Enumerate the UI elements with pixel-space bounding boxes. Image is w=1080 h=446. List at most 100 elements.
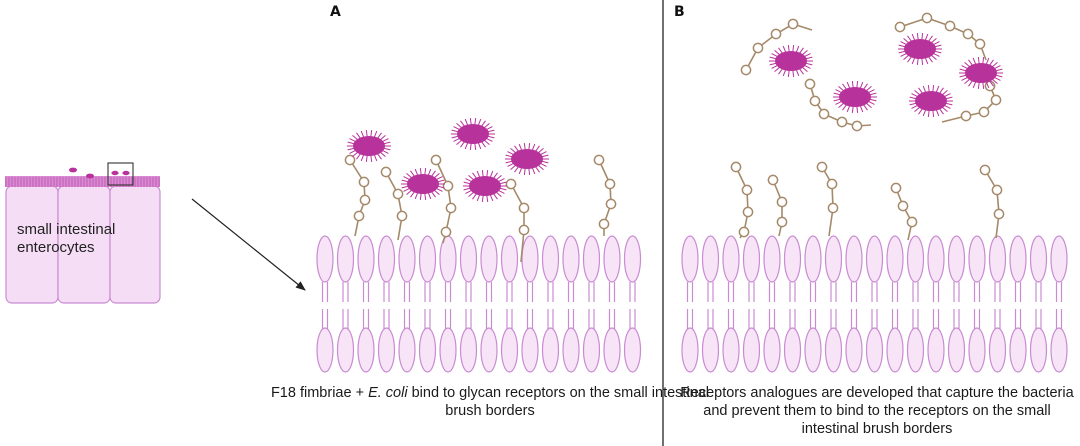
lipid-head (603, 327, 621, 373)
phospholipid-pair (1050, 235, 1068, 373)
lipid-head (845, 235, 863, 283)
fimbria (900, 52, 907, 57)
fimbria (481, 170, 484, 177)
phospholipid-pair (439, 235, 457, 373)
fimbria (382, 138, 389, 143)
sugar-unit (770, 28, 782, 40)
lipid-head (398, 235, 416, 283)
lipid-head (845, 327, 863, 373)
chain-link (895, 187, 913, 241)
receptor-a-1 (344, 154, 371, 237)
phospholipid-pair (824, 235, 843, 373)
fimbria (924, 33, 929, 41)
lipid-head (1029, 235, 1048, 283)
bacterium-body (511, 149, 543, 169)
fimbria (401, 179, 409, 183)
caption-a-text-end: bind to glycan receptors on the small in… (407, 385, 710, 419)
phospholipid-pair (947, 235, 966, 373)
fimbria (507, 151, 514, 156)
fimbria (846, 105, 851, 113)
fimbria (535, 166, 540, 173)
bacterium-b-3 (898, 33, 942, 65)
lipid-head (701, 327, 720, 373)
fimbria (486, 170, 489, 177)
fimbria (465, 189, 472, 194)
fimbria (505, 160, 513, 164)
fimbria (460, 141, 465, 148)
fimbria (909, 102, 917, 106)
fimbria (869, 98, 877, 102)
cells-label-line2: enterocytes (17, 239, 95, 256)
fimbria (453, 126, 460, 131)
phospholipid-pair (316, 235, 334, 373)
sugar-unit (990, 94, 1002, 106)
fimbria (507, 162, 514, 167)
sugar-unit (962, 28, 974, 40)
sugar-unit (359, 194, 371, 206)
fimbria (468, 175, 474, 181)
phospholipid-pair (623, 235, 642, 373)
fimbria (419, 193, 422, 200)
lipid-head (681, 327, 699, 373)
lipid-head (1009, 327, 1027, 373)
fimbria (918, 108, 923, 115)
fimbria (977, 57, 980, 64)
phospholipid-pair (701, 235, 720, 373)
fimbria (939, 87, 944, 94)
lipid-head (988, 327, 1007, 373)
fimbria (437, 185, 445, 189)
fimbria (383, 141, 391, 145)
fimbria (356, 132, 361, 139)
lipid-head (377, 327, 396, 373)
phospholipid-pair (865, 235, 884, 373)
phospholipid-pair (1029, 235, 1048, 373)
fimbria (489, 194, 494, 202)
fimbria (985, 81, 990, 89)
phospholipid-pair (603, 235, 621, 373)
phospholipid-pair (541, 235, 560, 373)
fimbria (856, 106, 859, 113)
fimbria (460, 120, 465, 127)
phospholipid-pair (742, 235, 761, 373)
fimbria (968, 80, 973, 87)
phospholipid-pair (418, 235, 437, 373)
lipid-head (947, 327, 966, 373)
fimbria (528, 143, 531, 150)
fimbria (859, 105, 864, 113)
lipid-head (783, 235, 802, 283)
fimbria (927, 110, 930, 117)
fimbria (414, 168, 419, 176)
fimbria (419, 168, 422, 175)
fimbria (934, 44, 942, 48)
fimbria (792, 70, 795, 77)
phospholipid-pair (459, 235, 478, 373)
receptor-b-3 (816, 161, 839, 237)
fimbria (911, 93, 918, 98)
fimbria (859, 81, 864, 89)
fimbria (434, 173, 440, 179)
fimbria (961, 76, 968, 81)
fimbria (992, 78, 998, 84)
membrane-bilayer-b (681, 235, 1068, 373)
bacterium-body (839, 87, 871, 107)
chain-link (984, 169, 1000, 239)
fimbria (403, 187, 410, 192)
fimbria (453, 137, 460, 142)
fimbria (436, 176, 443, 181)
phospholipid-pair (357, 235, 375, 373)
bacterium-body (965, 63, 997, 83)
fimbria (805, 62, 813, 66)
fimbria (476, 194, 481, 202)
fimbria (928, 35, 933, 42)
lipid-head (398, 327, 416, 373)
lipid-head (439, 327, 457, 373)
fimbria (868, 100, 875, 105)
fimbria (489, 170, 494, 178)
fimbria (846, 81, 851, 89)
fimbria (463, 181, 471, 185)
fimbria (538, 148, 544, 154)
fimbria (787, 45, 790, 52)
fimbria (414, 192, 419, 200)
cells-label-line1: small intestinal (17, 221, 115, 238)
